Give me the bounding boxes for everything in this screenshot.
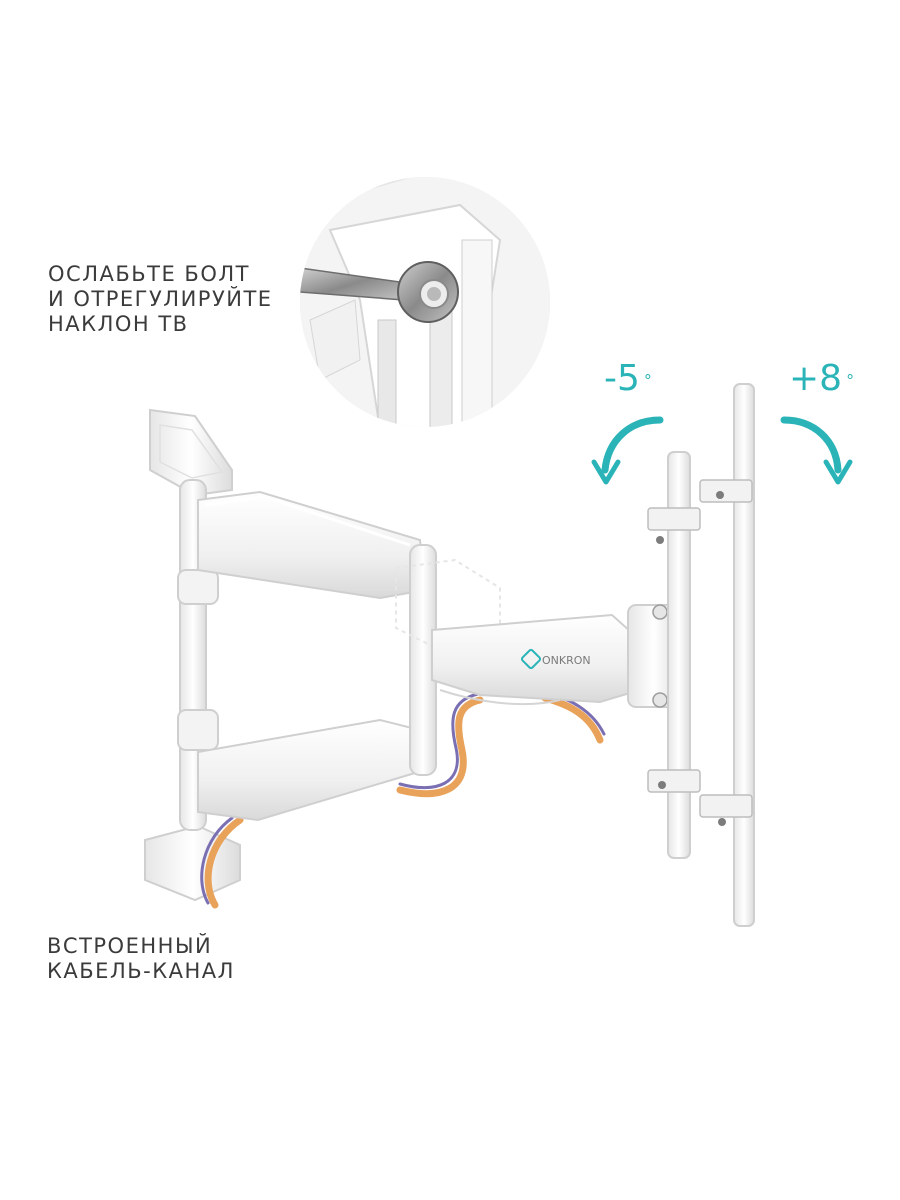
- tilt-down-label: -5°: [604, 359, 652, 399]
- caption-line: НАКЛОН ТВ: [48, 312, 189, 336]
- tilt-up-value: +8: [789, 358, 843, 399]
- tilt-down-value: -5: [604, 358, 640, 399]
- tilt-up-label: +8°: [789, 359, 854, 399]
- cable-channel-caption: ВСТРОЕННЫЙ КАБЕЛЬ-КАНАЛ: [47, 934, 235, 984]
- tilt-adjust-caption: ОСЛАБЬТЕ БОЛТ И ОТРЕГУЛИРУЙТЕ НАКЛОН ТВ: [48, 262, 273, 337]
- tilt-up-arrow-icon: [780, 416, 853, 485]
- degree-symbol: °: [846, 371, 855, 390]
- vesa-plate: [647, 383, 755, 927]
- caption-line: ОСЛАБЬТЕ БОЛТ: [48, 262, 250, 286]
- caption-line: И ОТРЕГУЛИРУЙТЕ: [48, 287, 273, 311]
- tilt-down-arrow-icon: [591, 416, 664, 485]
- lower-arm: [197, 718, 427, 822]
- brand-logo-text: ONKRON: [542, 654, 591, 667]
- wall-plate-top: [149, 408, 233, 497]
- brand-logo: ONKRON: [520, 648, 591, 670]
- extension-arm: [431, 613, 641, 706]
- caption-line: ВСТРОЕННЫЙ: [47, 934, 213, 958]
- caption-line: КАБЕЛЬ-КАНАЛ: [47, 959, 235, 983]
- zoom-detail: [300, 177, 550, 427]
- degree-symbol: °: [643, 371, 652, 390]
- upper-arm: [197, 490, 427, 600]
- wall-column: [177, 479, 219, 831]
